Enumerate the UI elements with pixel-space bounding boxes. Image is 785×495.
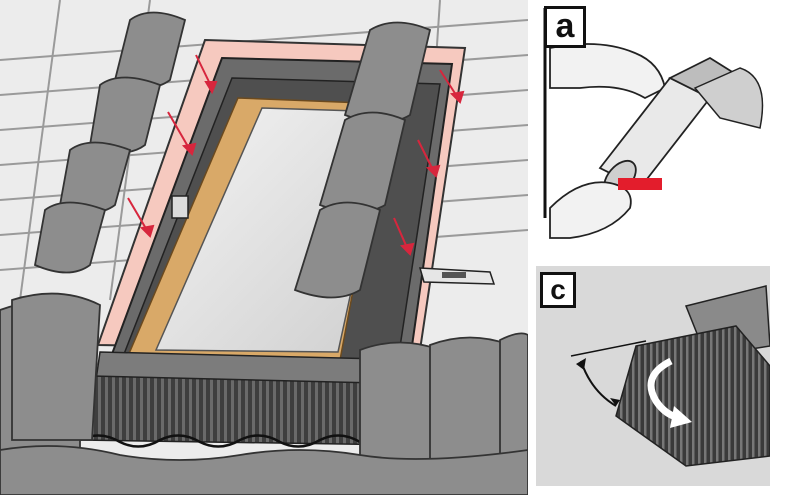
corrugated-apron — [615, 325, 770, 467]
panel-a-label: a — [544, 6, 586, 48]
right-side-tiles — [293, 21, 432, 299]
cylinder-tool — [598, 56, 764, 197]
lower-roof-tiles — [0, 292, 528, 495]
panel-c-label: c — [540, 272, 576, 308]
window-handle — [171, 195, 189, 219]
angle-line — [570, 340, 647, 357]
angle-arc-arrowhead-bottom — [610, 398, 620, 406]
red-marker — [618, 178, 662, 190]
fixing-clip — [418, 267, 496, 285]
apron-wavy-edge — [79, 434, 405, 450]
left-side-tiles — [33, 11, 187, 274]
upper-hand — [549, 43, 667, 100]
red-nailing-arrows — [127, 54, 465, 256]
roof-window-installation-illustration — [0, 0, 528, 495]
lower-hand — [549, 181, 632, 239]
angle-arc-arrowhead-top — [576, 358, 586, 370]
panel-a-illustration — [540, 8, 778, 248]
bend-arrow-head — [670, 406, 692, 428]
